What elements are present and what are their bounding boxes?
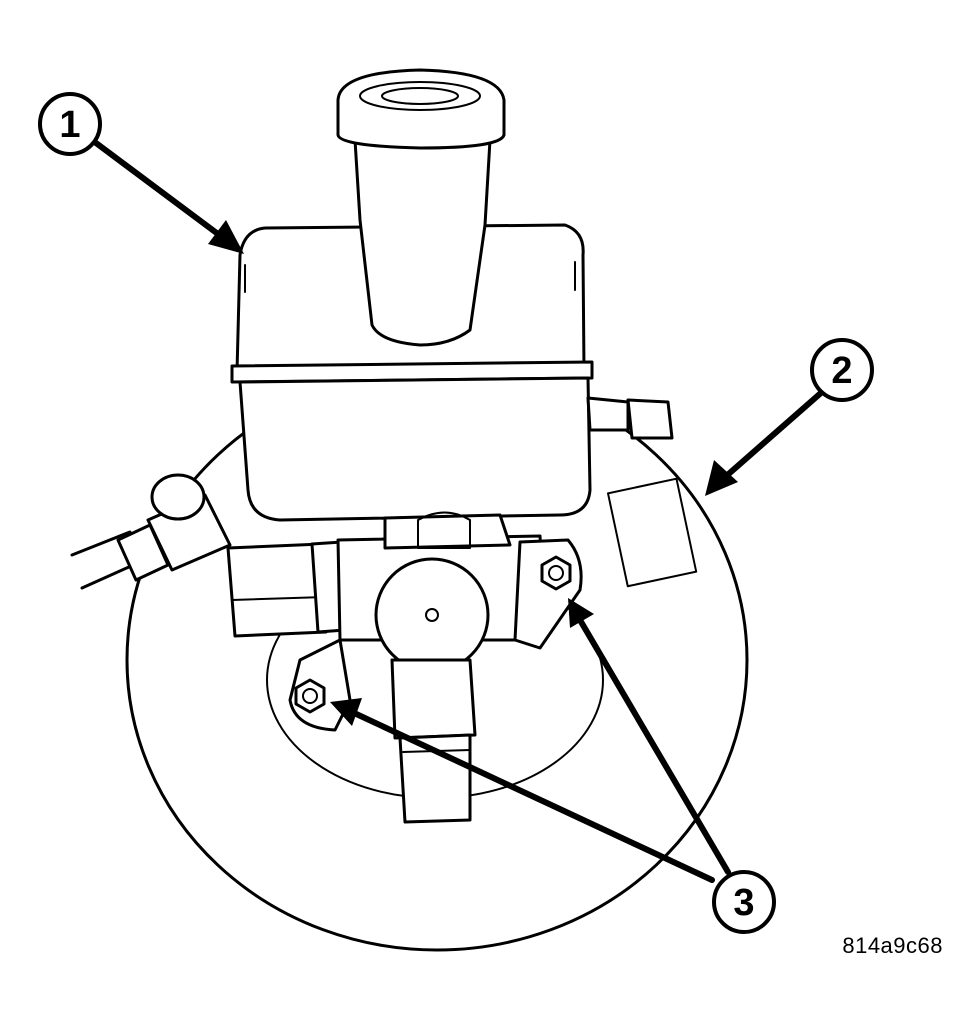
callout-1: 1 [38,92,244,254]
callout-2-label: 2 [831,350,852,392]
callout-1-label: 1 [59,104,80,146]
mounting-nut-left [294,678,326,714]
brake-line [70,473,232,590]
mounting-nut-right [540,555,572,591]
callout-3-label: 3 [733,882,754,924]
callout-3: 3 [330,598,776,934]
fluid-reservoir [230,68,674,522]
mounting-nuts [294,555,572,714]
master-cylinder-body [226,511,583,824]
figure-id: 814a9c68 [842,933,943,958]
callout-2: 2 [705,338,874,496]
